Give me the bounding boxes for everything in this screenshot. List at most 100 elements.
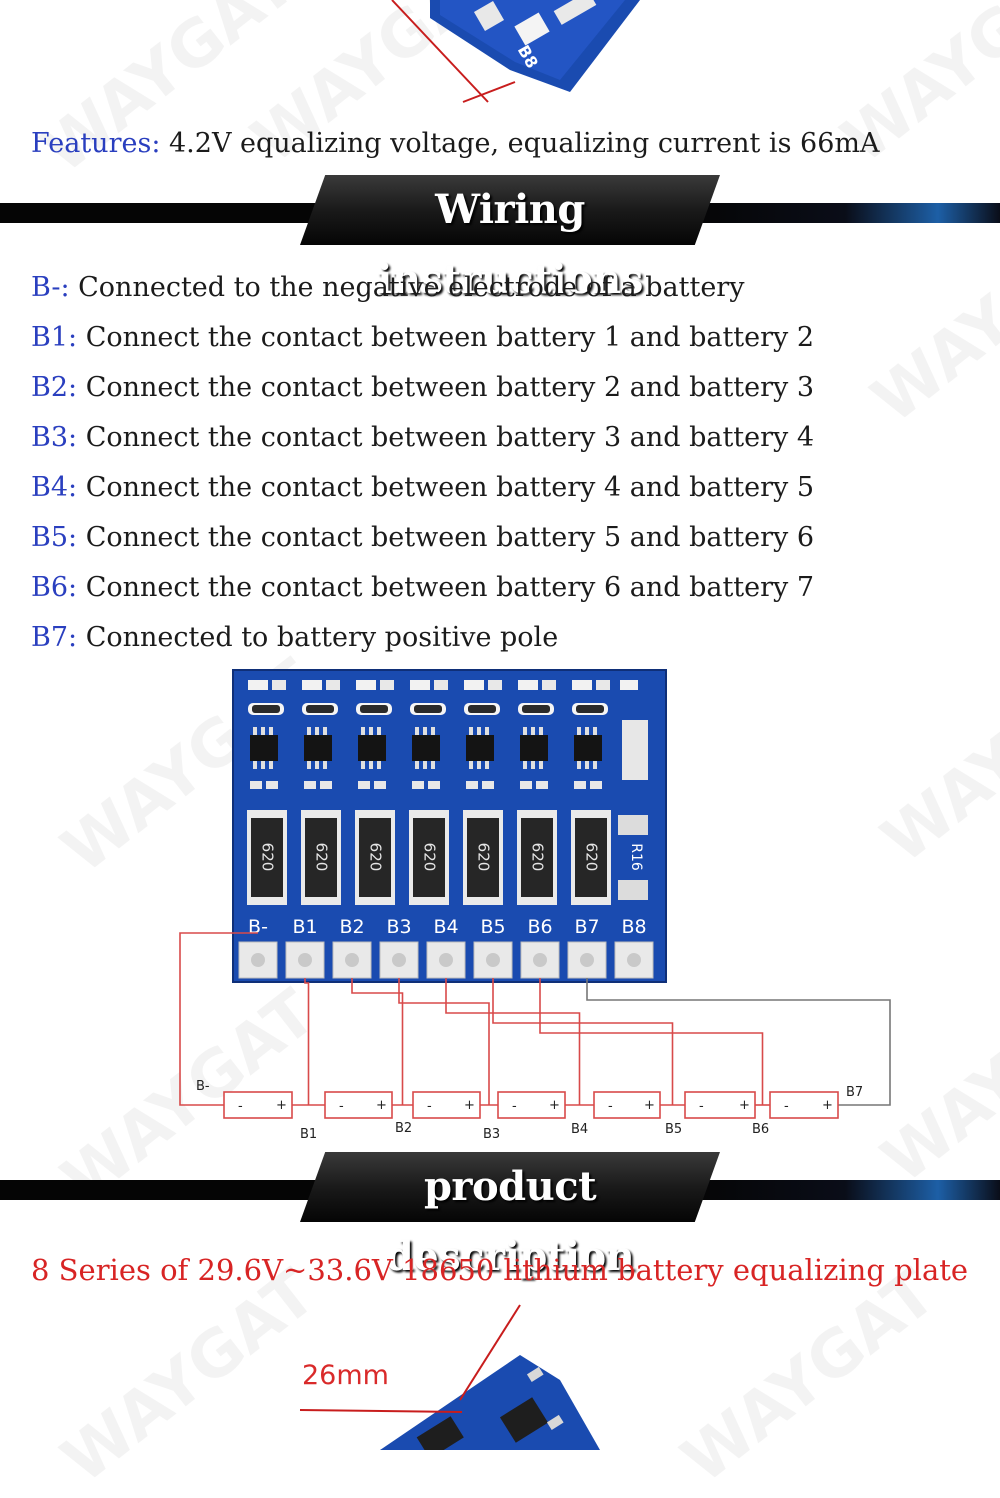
wire-b7 (586, 978, 891, 1106)
wiring-title: Wiring instructions (377, 186, 643, 303)
smd-capacitor (410, 680, 430, 690)
wiring-line: B3: Connect the contact between battery … (31, 422, 814, 453)
node-label: B7 (846, 1085, 863, 1100)
node-label: B4 (571, 1122, 588, 1137)
pin-key: B4: (31, 472, 78, 503)
pad-hole (486, 953, 500, 967)
minus-sign: - (699, 1099, 704, 1114)
smd-capacitor (434, 680, 448, 690)
pad-hole (439, 953, 453, 967)
smd-resistor (252, 705, 280, 713)
plus-sign: + (644, 1098, 655, 1113)
ic-pin (253, 761, 257, 769)
minus-sign: - (784, 1099, 789, 1114)
ic-pin (539, 761, 543, 769)
smd-capacitor (320, 781, 332, 789)
pin-key: B6: (31, 572, 78, 603)
ic-chip (304, 735, 332, 761)
ic-pin (585, 761, 589, 769)
power-resistor-body (251, 818, 283, 897)
ic-pin (577, 727, 581, 735)
ic-pin (315, 761, 319, 769)
smd-capacitor (302, 680, 322, 690)
pad-label: B4 (433, 916, 458, 938)
pin-key: B1: (31, 322, 78, 353)
ic-pin (369, 761, 373, 769)
smd-capacitor (266, 781, 278, 789)
smd-capacitor (620, 680, 638, 690)
wire-tap (398, 978, 490, 1105)
pad-label: B6 (527, 916, 552, 938)
spare-resistor-label: R16 (628, 843, 644, 871)
battery-cell (412, 1091, 481, 1119)
pad-hole (627, 953, 641, 967)
wire-bminus (179, 932, 258, 1106)
smd-capacitor (488, 680, 502, 690)
ic-chip (466, 735, 494, 761)
ic-pin (323, 761, 327, 769)
ic-chip (358, 735, 386, 761)
ic-pin (377, 761, 381, 769)
pin-description: Connect the contact between battery 3 an… (77, 422, 815, 453)
ic-pin (307, 727, 311, 735)
battery-cell (593, 1091, 661, 1119)
ic-pin (585, 727, 589, 735)
wiring-line: B4: Connect the contact between battery … (31, 472, 814, 503)
battery-cell (769, 1091, 839, 1119)
node-label: B6 (752, 1122, 769, 1137)
ic-pin (477, 761, 481, 769)
pin-description: Connect the contact between battery 6 an… (77, 572, 815, 603)
smd-capacitor (518, 680, 538, 690)
ic-chip (250, 735, 278, 761)
ic-pin (369, 727, 373, 735)
plus-sign: + (549, 1098, 560, 1113)
pad-label: B2 (339, 916, 364, 938)
solder-pad (618, 815, 648, 835)
smd-capacitor (272, 680, 286, 690)
wire-tap (445, 978, 581, 1105)
pin-key: B-: (31, 272, 70, 303)
smd-capacitor (590, 781, 602, 789)
smd-capacitor (596, 680, 610, 690)
smd-capacitor (520, 781, 532, 789)
smd-capacitor (380, 680, 394, 690)
ic-pin (431, 761, 435, 769)
resistor-code: 620 (313, 843, 331, 872)
ic-pin (531, 761, 535, 769)
node-label: B- (196, 1079, 210, 1094)
smd-capacitor (574, 781, 586, 789)
smd-resistor (360, 705, 388, 713)
wiring-banner: Wiring instructions (0, 175, 1000, 303)
ic-pin (523, 761, 527, 769)
features-line: Features: 4.2V equalizing voltage, equal… (31, 128, 879, 159)
power-resistor-body (467, 818, 499, 897)
pad-label: B1 (292, 916, 317, 938)
pin-key: B3: (31, 422, 78, 453)
smd-capacitor (464, 680, 484, 690)
pad-hole (580, 953, 594, 967)
power-resistor-body (575, 818, 607, 897)
pin-description: Connected to the negative electrode of a… (69, 272, 745, 303)
ic-pin (469, 761, 473, 769)
ic-chip (412, 735, 440, 761)
wire-tap (492, 978, 674, 1105)
smd-capacitor (326, 680, 340, 690)
ic-pin (415, 727, 419, 735)
product-banner: product description (0, 1152, 1000, 1280)
ic-pin (323, 727, 327, 735)
node-label: B2 (395, 1121, 412, 1136)
pin-key: B5: (31, 522, 78, 553)
ic-chip (520, 735, 548, 761)
ic-pin (477, 727, 481, 735)
resistor-code: 620 (367, 843, 385, 872)
smd-resistor (522, 705, 550, 713)
wiring-line: B5: Connect the contact between battery … (31, 522, 814, 553)
ic-pin (431, 727, 435, 735)
resistor-code: 620 (259, 843, 277, 872)
ic-pin (577, 761, 581, 769)
features-text: 4.2V equalizing voltage, equalizing curr… (160, 128, 880, 159)
power-resistor-body (413, 818, 445, 897)
ic-pin (423, 761, 427, 769)
smd-resistor (306, 705, 334, 713)
ic-pin (261, 761, 265, 769)
